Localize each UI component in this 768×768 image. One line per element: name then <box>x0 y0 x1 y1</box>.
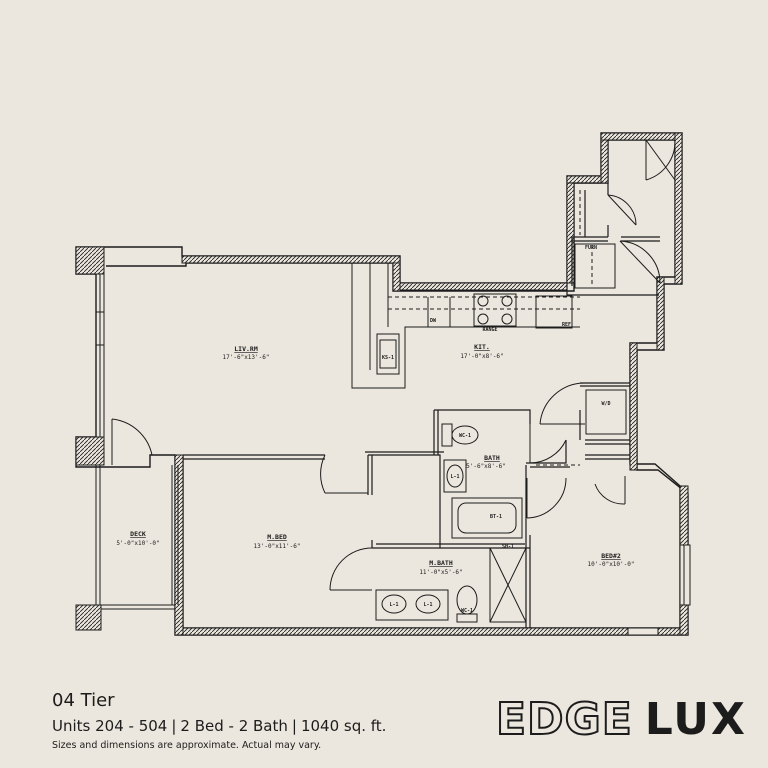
bed-bath: 2 Bed - 2 Bath <box>180 717 288 735</box>
fixture-label-furn: FURN <box>585 245 597 251</box>
deck <box>95 465 179 610</box>
interior-walls <box>183 182 660 628</box>
exterior-walls <box>75 132 689 636</box>
room-label-deck: DECK <box>130 530 146 538</box>
range-burners <box>477 295 513 325</box>
fixture-labels: FURN W/D DW RANGE REF KS-1 WC-1 L-1 BT-1… <box>382 245 611 614</box>
kitchen-counters <box>351 263 580 389</box>
furnace <box>574 243 616 289</box>
door-swings <box>320 139 676 591</box>
washer-dryer <box>585 389 627 435</box>
fixture-label-bt: BT-1 <box>490 514 502 520</box>
room-dims-deck: 5'-0"x10'-0" <box>116 540 159 547</box>
room-label-kit: KIT. <box>474 343 490 351</box>
wall-hatch <box>75 132 689 636</box>
room-dims-mbath: 11'-0"x5'-6" <box>419 569 462 576</box>
room-label-mbath: M.BATH <box>429 559 453 567</box>
room-labels: LIV.RM 17'-6"x13'-6" KIT. 17'-0"x8'-6" B… <box>116 343 634 576</box>
room-dims-kit: 17'-0"x8'-6" <box>460 353 503 360</box>
living-window <box>95 274 105 437</box>
separator: | <box>171 717 177 735</box>
fixture-label-wc: WC-1 <box>459 433 471 439</box>
fixture-label-wd: W/D <box>601 401 610 407</box>
tier-title: 04 Tier <box>52 690 115 711</box>
room-label-bed2: BED#2 <box>601 552 621 560</box>
closets <box>536 190 593 466</box>
bed2-window <box>627 544 691 636</box>
brand-edge: EDGE <box>495 694 633 745</box>
room-label-mbed: M.BED <box>267 533 287 541</box>
fixture-label-dw: DW <box>430 318 437 324</box>
room-label-bath: BATH <box>484 454 500 462</box>
room-label-liv: LIV.RM <box>234 345 258 353</box>
room-dims-bath: 5'-6"x8'-6" <box>466 463 506 470</box>
units-range: Units 204 - 504 <box>52 717 168 735</box>
square-footage: 1040 sq. ft. <box>300 717 387 735</box>
fixture-label-range: RANGE <box>482 327 497 333</box>
bath-fixtures <box>375 423 527 623</box>
deck-door <box>111 418 153 465</box>
fixture-label-lav-bath: L-1 <box>450 474 459 480</box>
room-dims-bed2: 10'-0"x10'-0" <box>588 561 635 568</box>
brand-logo: EDGE LUX <box>495 694 747 745</box>
disclaimer: Sizes and dimensions are approximate. Ac… <box>52 740 322 751</box>
fixture-label-sh: SH-1 <box>502 544 514 550</box>
fixture-label-wc2: WC-1 <box>461 608 473 614</box>
fixture-label-ks: KS-1 <box>382 355 394 361</box>
separator: | <box>291 717 297 735</box>
fixture-label-lav2: L-1 <box>423 602 432 608</box>
room-dims-liv: 17'-6"x13'-6" <box>223 354 270 361</box>
brand-lux: LUX <box>644 694 747 745</box>
room-dims-mbed: 13'-0"x11'-6" <box>254 543 301 550</box>
fixture-label-ref: REF <box>562 322 571 328</box>
fixture-label-lav: L-1 <box>389 602 398 608</box>
unit-summary: Units 204 - 504|2 Bed - 2 Bath|1040 sq. … <box>52 717 386 735</box>
floor-plan: LIV.RM 17'-6"x13'-6" KIT. 17'-0"x8'-6" B… <box>75 132 691 636</box>
